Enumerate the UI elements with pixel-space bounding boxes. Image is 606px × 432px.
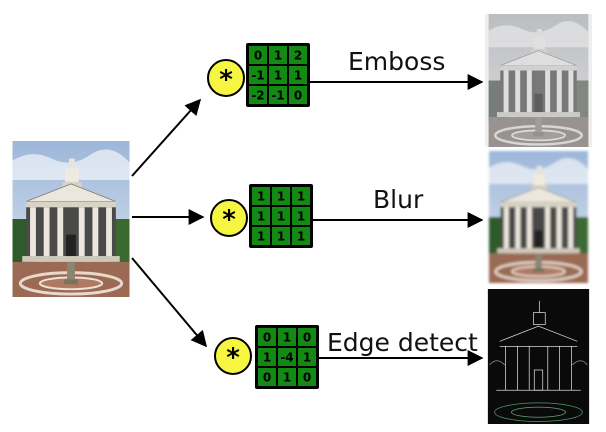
kernel-cell: [252, 187, 270, 205]
kernel-cell: [278, 328, 296, 346]
kernel-value: 1: [277, 210, 285, 224]
kernel-cell: [292, 187, 310, 205]
kernel-value: 0: [303, 331, 311, 345]
kernel-value: -1: [251, 69, 264, 83]
kernel-cell: [249, 66, 267, 84]
kernel-cell: [292, 227, 310, 245]
filter-label: Emboss: [348, 47, 445, 76]
kernel-value: 1: [277, 230, 285, 244]
kernel-cell: [298, 368, 316, 386]
kernel-value: 1: [274, 69, 282, 83]
kernel-cell: [298, 348, 316, 366]
arrow-to-edge: [131, 257, 208, 348]
kernel-value: -4: [280, 351, 293, 365]
result-image-blur: [487, 151, 590, 283]
kernel-value: 0: [294, 89, 302, 103]
convolution-operator-symbol: *: [219, 65, 233, 95]
kernel-cell: [258, 328, 276, 346]
edge-image-icon: [487, 289, 590, 424]
kernel-value: 1: [283, 371, 291, 385]
kernel-value: 1: [257, 230, 265, 244]
kernel-value: 2: [294, 49, 302, 63]
result-image-emboss: [485, 14, 592, 147]
convolution-operator-symbol: *: [222, 205, 236, 235]
kernel-value: 0: [254, 49, 262, 63]
kernel-value: 1: [283, 331, 291, 345]
kernel-cell: [252, 207, 270, 225]
kernel-cell: [289, 46, 307, 64]
kernel-value: -1: [271, 89, 284, 103]
source-image: [11, 141, 131, 297]
kernel-value: 1: [263, 351, 271, 365]
kernel-cell: [272, 207, 290, 225]
kernel-value: 1: [257, 210, 265, 224]
kernel-cell: [252, 227, 270, 245]
kernel-cell: [258, 368, 276, 386]
kernel-value: 1: [294, 69, 302, 83]
kernel-value: 0: [263, 331, 271, 345]
arrow-to-emboss: [131, 98, 202, 177]
kernel-cell: [269, 86, 287, 104]
kernel-cell: [269, 46, 287, 64]
kernel-value: 1: [303, 351, 311, 365]
kernel-cell: [289, 86, 307, 104]
kernel-cell: [249, 86, 267, 104]
result-image-edge: [487, 289, 590, 424]
kernel-cell: [278, 368, 296, 386]
kernel-cell: [292, 207, 310, 225]
filter-label: Blur: [373, 185, 424, 214]
kernel-value: 0: [263, 371, 271, 385]
kernel-cell: [258, 348, 276, 366]
kernel-cell: [289, 66, 307, 84]
kernel-value: 1: [297, 230, 305, 244]
filter-label: Edge detect: [327, 328, 478, 357]
kernel-value: 1: [297, 210, 305, 224]
convolution-operator-circle: [207, 59, 245, 97]
emboss-overlay: [485, 14, 592, 147]
convolution-operator-circle: [214, 337, 252, 375]
convolution-operator-circle: [210, 199, 248, 237]
kernel-value: -2: [251, 89, 264, 103]
kernel-value: 0: [303, 371, 311, 385]
kernel-cell: [272, 227, 290, 245]
kernel-cell: [278, 348, 296, 366]
kernel-value: 1: [277, 190, 285, 204]
kernel-cell: [249, 46, 267, 64]
kernel-cell: [269, 66, 287, 84]
building-photo-icon: [11, 141, 131, 297]
kernel-cell: [272, 187, 290, 205]
blurred-image-icon: [487, 151, 590, 283]
kernel-value: 1: [274, 49, 282, 63]
kernel-value: 1: [257, 190, 265, 204]
kernel-cell: [298, 328, 316, 346]
convolution-operator-symbol: *: [226, 343, 240, 373]
kernel-value: 1: [297, 190, 305, 204]
